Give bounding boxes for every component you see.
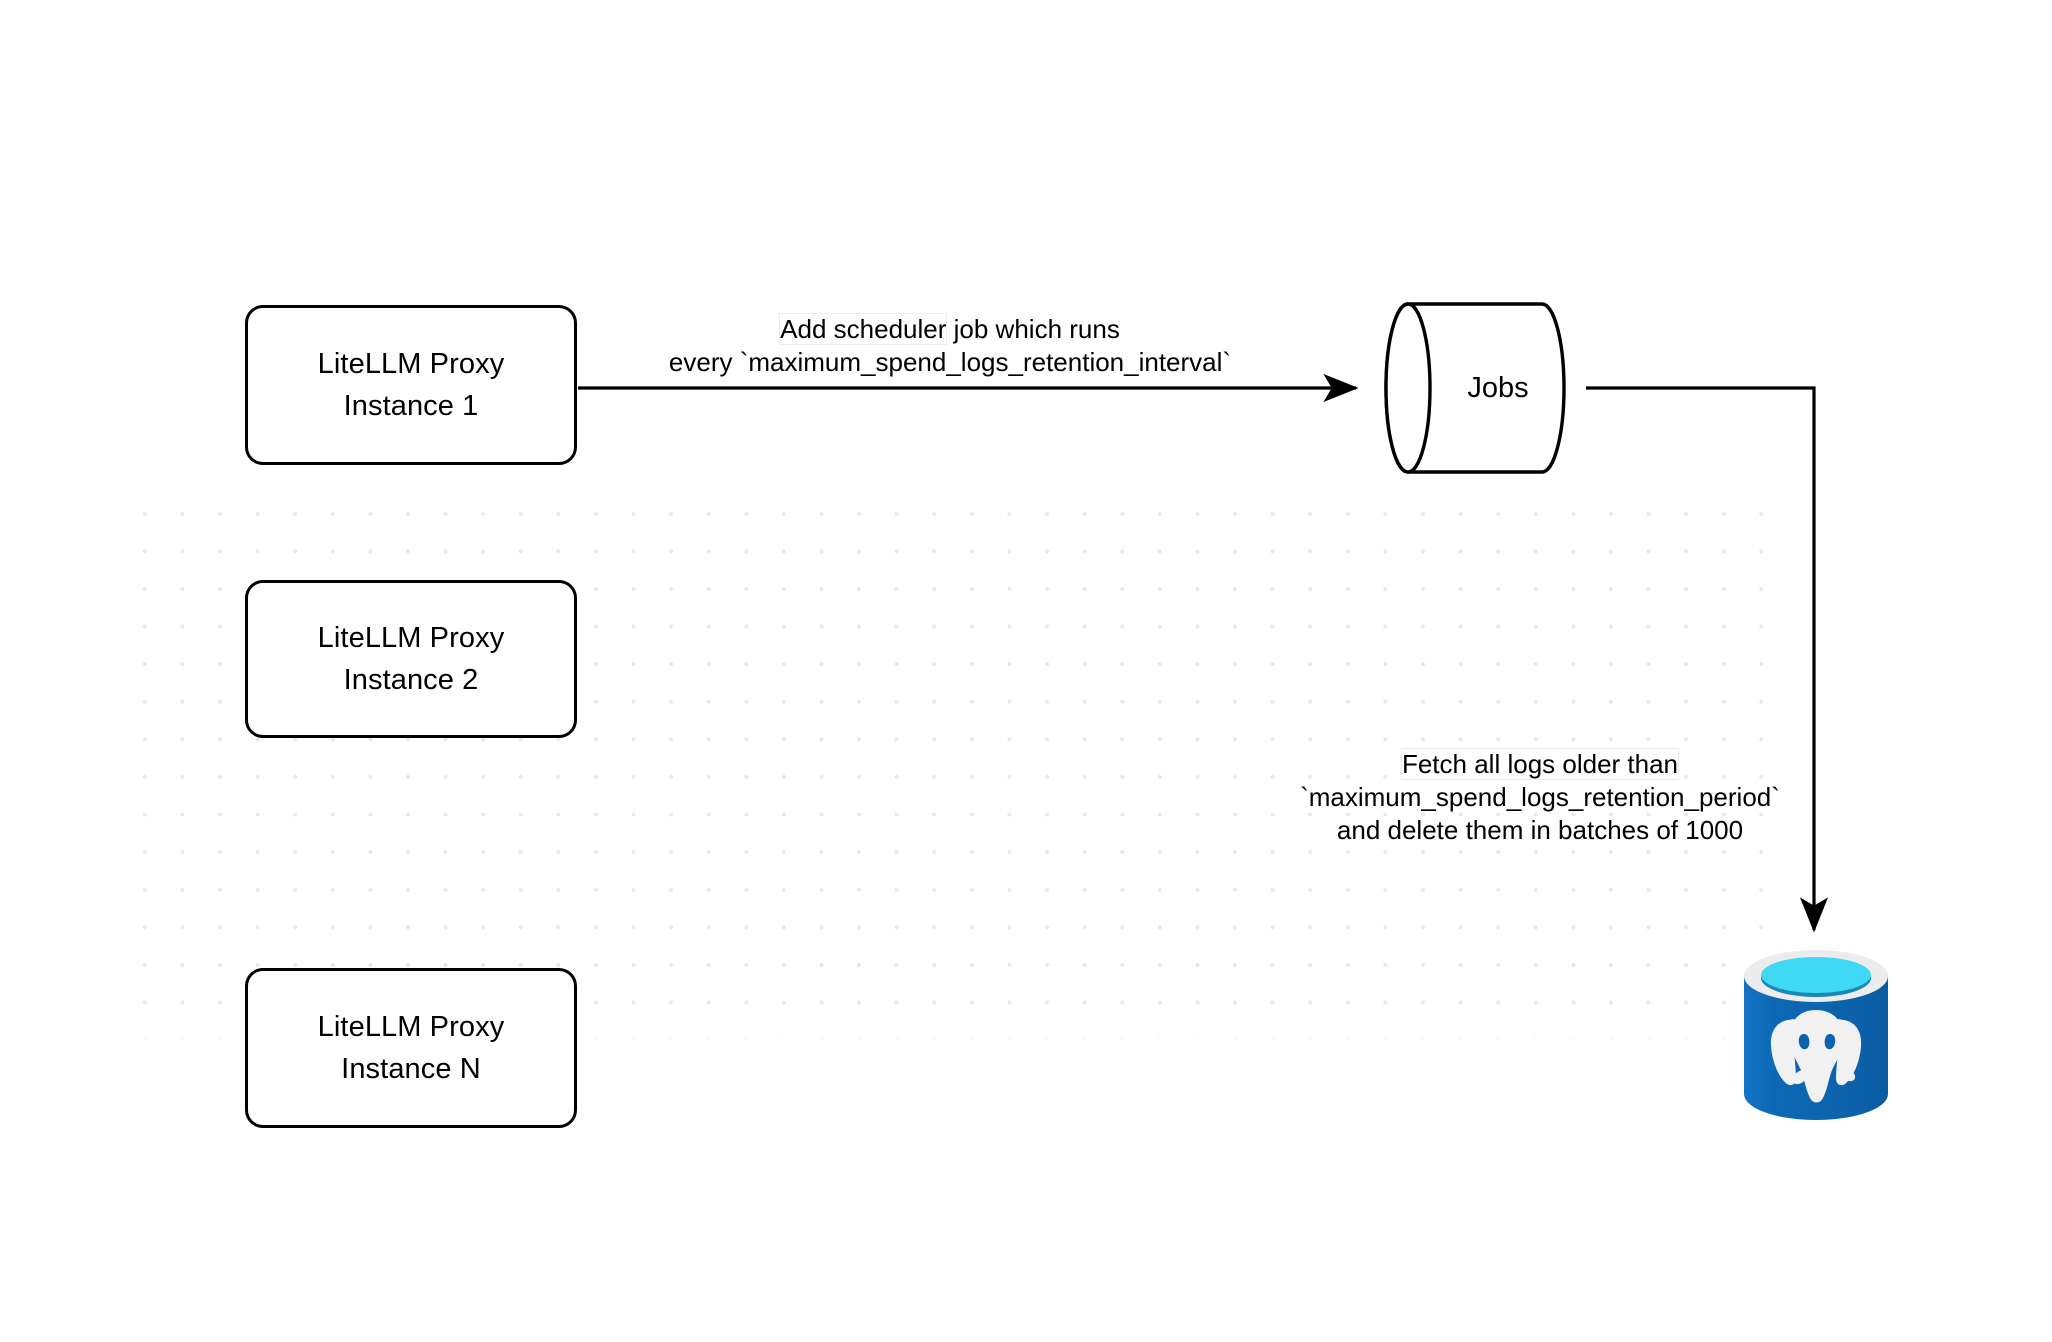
edge-label-cleanup-line1: Fetch all logs older than xyxy=(1240,748,1840,781)
node-label-line2: Instance 1 xyxy=(343,390,479,422)
edge-label-cleanup: Fetch all logs older than `maximum_spend… xyxy=(1240,748,1840,847)
node-label-line1: LiteLLM Proxy xyxy=(317,348,505,380)
node-label-line2: Instance N xyxy=(341,1053,481,1085)
edge-label-scheduler-line1-highlight: Add scheduler xyxy=(779,313,948,345)
node-label-line1: LiteLLM Proxy xyxy=(317,622,505,654)
node-postgres-database[interactable] xyxy=(1742,948,1890,1124)
edge-label-scheduler-line1: Add scheduler job which runs xyxy=(600,313,1300,346)
elephant-glyph-icon xyxy=(1770,1010,1862,1103)
edge-label-cleanup-line3: and delete them in batches of 1000 xyxy=(1336,815,1744,845)
node-litellm-proxy-instance-1[interactable]: LiteLLM Proxy Instance 1 xyxy=(245,305,577,465)
edge-label-scheduler-line2: every `maximum_spend_logs_retention_inte… xyxy=(668,347,1232,377)
edge-label-scheduler: Add scheduler job which runs every `maxi… xyxy=(600,313,1300,379)
node-label-line1: LiteLLM Proxy xyxy=(317,1011,505,1043)
node-litellm-proxy-instance-n[interactable]: LiteLLM Proxy Instance N xyxy=(245,968,577,1128)
edge-label-cleanup-line1-highlight: Fetch all logs older than xyxy=(1400,748,1680,780)
postgresql-elephant-icon xyxy=(1744,950,1888,1120)
edge-label-scheduler-line1-rest: job which runs xyxy=(946,314,1120,344)
edge-jobs-to-postgres xyxy=(1586,386,1829,933)
node-label-line2: Instance 2 xyxy=(343,664,479,696)
elephant-eyes-icon xyxy=(1798,1034,1836,1050)
edge-label-cleanup-line2: `maximum_spend_logs_retention_period` xyxy=(1300,782,1780,812)
node-litellm-proxy-instance-2[interactable]: LiteLLM Proxy Instance 2 xyxy=(245,580,577,738)
node-jobs-queue[interactable]: Jobs xyxy=(1364,300,1586,476)
cylinder-shape-icon xyxy=(1384,302,1566,474)
